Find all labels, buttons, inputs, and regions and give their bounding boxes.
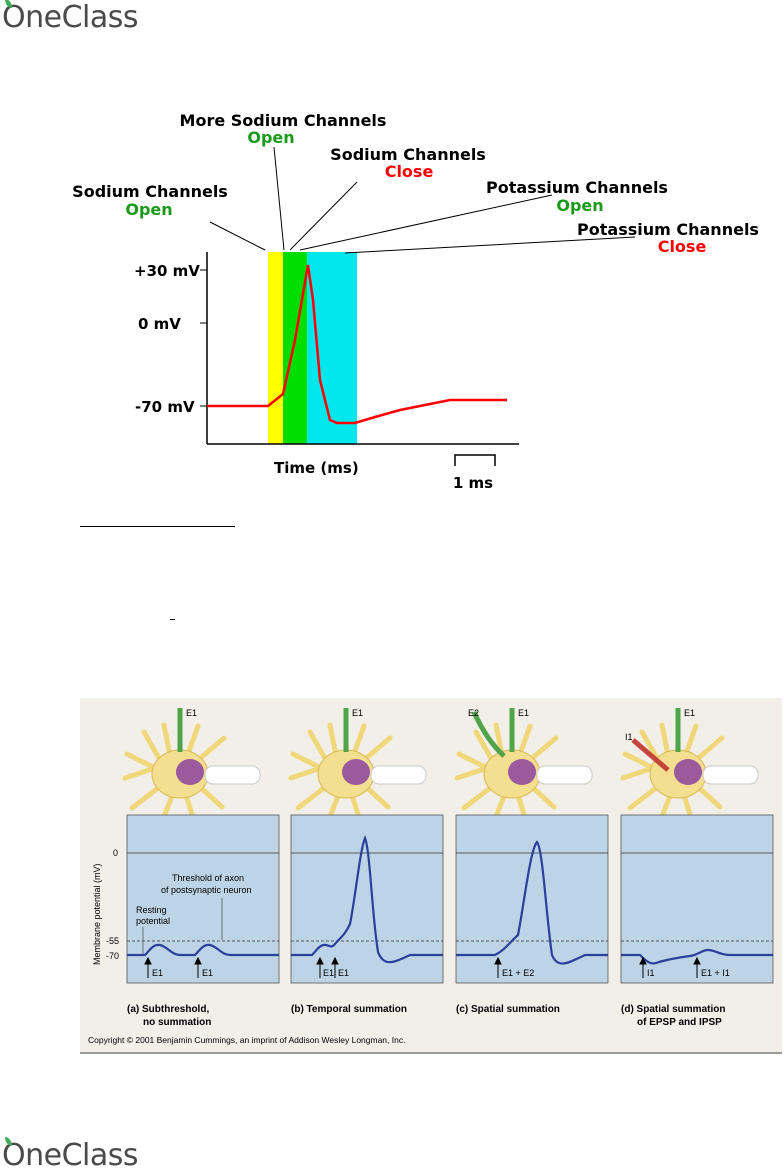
y-label-plus30: +30 mV [134,262,200,280]
oneclass-logo-footer: OneClass [2,1137,139,1173]
annotation-2-state: Open [247,128,294,147]
panel-d-arrow-1: I1 [647,968,655,978]
neuron-d-input-label-e: E1 [684,708,695,718]
y-tick-label-minus55: -55 [106,936,119,946]
y-axis-title: Membrane potential (mV) [92,863,102,965]
panel-a-arrow-2: E1 [202,968,213,978]
annotation-5-title: Potassium Channels [577,220,759,239]
annotation-1-title: Sodium Channels [72,182,228,201]
callout-line-2 [273,146,285,251]
resting-label-line2: potential [136,916,170,926]
caption-d-line2: of EPSP and IPSP [637,1017,722,1028]
resting-label-line1: Resting [136,905,167,915]
caption-c: (c) Spatial summation [456,1004,560,1015]
panel-a-graph [126,814,280,984]
threshold-label-line2: of postsynaptic neuron [161,885,252,895]
scale-bar [454,454,496,466]
annotation-4-state: Open [556,196,603,215]
panel-d-arrow-2: E1 + I1 [701,968,730,978]
oneclass-logo: OneClass [2,0,139,35]
callout-line-5 [344,236,636,254]
panel-c-graph [455,814,609,984]
panel-c-arrow-1: E1 + E2 [502,968,534,978]
callout-line-1 [209,221,266,251]
callout-line-4 [299,194,553,251]
panel-c-trace [456,840,608,965]
section-divider [80,526,235,527]
scale-bar-label: 1 ms [453,474,493,492]
callout-line-3 [289,181,358,251]
panel-a-arrow-1: E1 [152,968,163,978]
text-mark [170,619,175,620]
neuron-c-input-label-1: E1 [518,708,529,718]
y-tick-label-0: 0 [113,848,118,858]
leaf-icon [5,1137,12,1146]
x-axis-label: Time (ms) [274,459,359,477]
annotation-4-title: Potassium Channels [486,178,668,197]
panel-b-arrow-2: E1 [338,968,349,978]
action-potential-trace [207,264,507,425]
neuron-c-input-label-2: E2 [468,708,479,718]
phase-band-yellow [268,252,283,444]
y-tick-label-minus70: -70 [106,951,119,961]
annotation-1-state: Open [125,200,172,219]
panel-b-graph [290,814,444,984]
copyright-notice: Copyright © 2001 Benjamin Cummings, an i… [88,1035,405,1045]
phase-band-green [283,252,307,444]
logo-text: OneClass [2,0,139,35]
caption-a-line1: (a) Subthreshold, [127,1004,209,1015]
leaf-icon [5,0,12,8]
neuron-a-input-label: E1 [186,708,197,718]
panel-b-arrow-1: E1 [323,968,334,978]
neuron-a [122,708,261,825]
caption-b: (b) Temporal summation [291,1004,407,1015]
annotation-3-state: Close [385,162,434,181]
panel-a-trace [127,943,279,957]
logo-text-footer: OneClass [2,1138,139,1173]
neuron-b-input-label: E1 [352,708,363,718]
panel-b-trace [291,835,443,964]
neuron-d [620,708,759,825]
annotation-3-title: Sodium Channels [330,145,486,164]
caption-a-line2: no summation [143,1017,211,1028]
y-label-minus70: -70 mV [135,398,195,416]
caption-d-line1: (d) Spatial summation [621,1004,725,1015]
annotation-2-title: More Sodium Channels [180,111,387,130]
neuron-d-input-label-i: I1 [625,732,633,742]
annotation-5-state: Close [658,237,707,256]
phase-band-cyan [307,252,357,444]
stimulus-arrows [144,956,701,978]
neuron-b [288,708,427,825]
neuron-c [454,708,593,825]
panel-d-trace [621,948,773,965]
threshold-label-line1: Threshold of axon [172,873,244,883]
y-label-0: 0 mV [138,315,181,333]
